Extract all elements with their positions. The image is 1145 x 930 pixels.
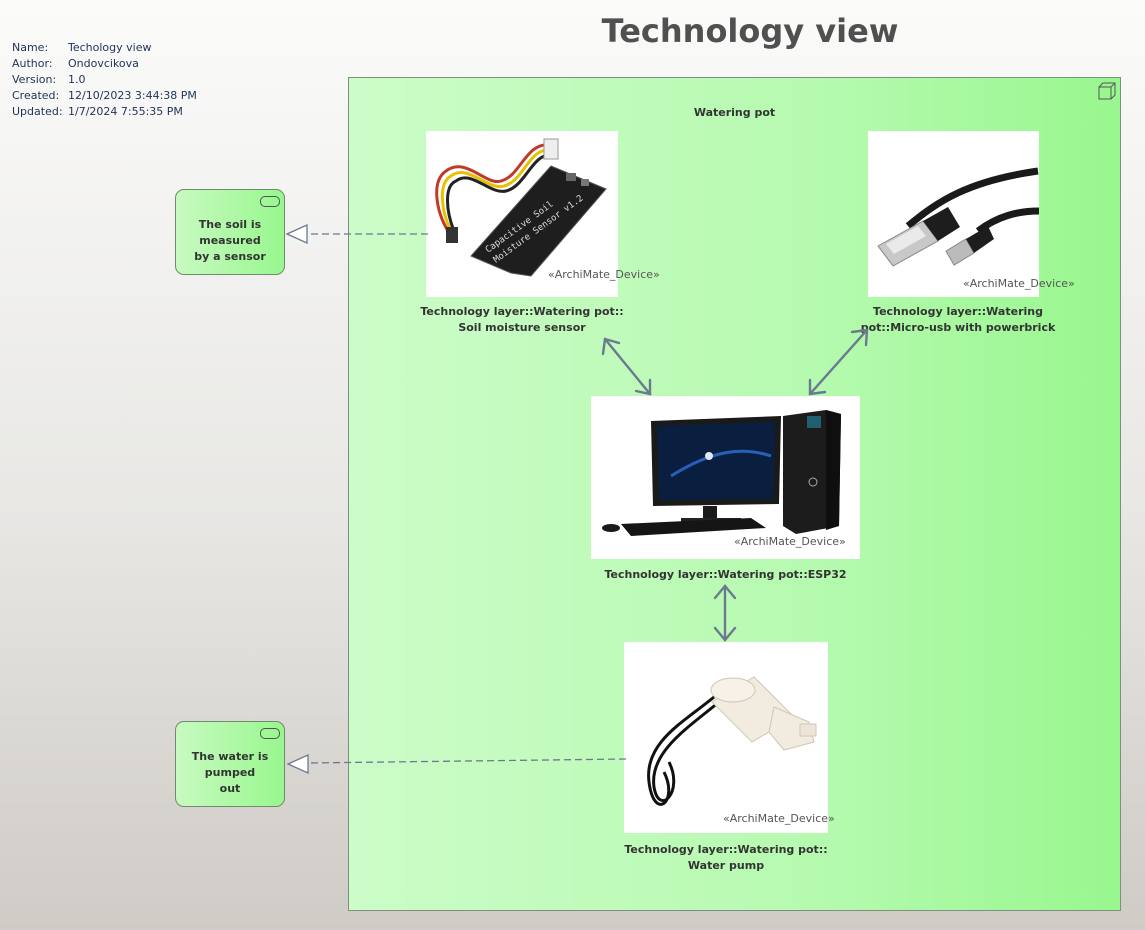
pump-caption: Technology layer::Watering pot:: Water p… xyxy=(616,842,836,874)
version-value: 1.0 xyxy=(68,73,86,86)
usb-stereotype: «ArchiMate_Device» xyxy=(963,277,1075,290)
requirement-soil-line1: The soil is measured xyxy=(198,218,262,247)
soil-sensor-image: Capacitive Soil Moisture Sensor v1.2 xyxy=(435,138,607,277)
requirement-water-line1: The water is pumped xyxy=(191,750,269,779)
created-value: 12/10/2023 3:44:38 PM xyxy=(68,89,197,102)
author-label: Author: xyxy=(12,57,53,70)
water-pump-device[interactable]: «ArchiMate_Device» xyxy=(624,642,835,833)
sensor-caption: Technology layer::Watering pot:: Soil mo… xyxy=(410,304,634,336)
author-value: Ondovcikova xyxy=(68,57,139,70)
node-icon xyxy=(1098,82,1116,100)
micro-usb-device[interactable]: «ArchiMate_Device» xyxy=(868,131,1075,297)
requirement-water-line2: out xyxy=(219,782,241,795)
esp32-caption: Technology layer::Watering pot::ESP32 xyxy=(604,568,847,581)
flow-connector-sensor-esp32[interactable] xyxy=(601,337,652,396)
version-label: Version: xyxy=(12,73,57,86)
requirement-soil[interactable]: The soil is measured by a sensor xyxy=(175,189,285,275)
water-pump-image xyxy=(647,676,817,806)
name-value: Techology view xyxy=(68,41,152,54)
sensor-caption-line1: Technology layer::Watering pot:: xyxy=(420,305,624,318)
realization-connector-water[interactable] xyxy=(306,758,627,764)
usb-cable-image xyxy=(877,167,1039,267)
requirement-soil-text: The soil is measured by a sensor xyxy=(178,217,282,265)
pump-caption-line2: Water pump xyxy=(687,859,765,872)
realization-arrowhead-soil xyxy=(285,223,308,245)
updated-label: Updated: xyxy=(12,105,63,118)
requirement-water-text: The water is pumped out xyxy=(178,749,282,797)
requirement-icon xyxy=(260,196,280,207)
requirement-soil-line2: by a sensor xyxy=(194,250,266,263)
updated-value: 1/7/2024 7:55:35 PM xyxy=(68,105,183,118)
flow-connector-usb-esp32[interactable] xyxy=(808,328,869,396)
usb-caption-line1: Technology layer::Watering xyxy=(873,305,1043,318)
usb-caption-line2: pot::Micro-usb with powerbrick xyxy=(860,321,1056,334)
flow-connector-esp32-pump[interactable] xyxy=(713,584,737,642)
usb-caption: Technology layer::Watering pot::Micro-us… xyxy=(850,304,1066,336)
pump-stereotype: «ArchiMate_Device» xyxy=(723,812,835,825)
diagram-title: Technology view xyxy=(601,12,899,50)
requirement-water[interactable]: The water is pumped out xyxy=(175,721,285,807)
diagram-metadata: Name: Techology view Author: Ondovcikova V… xyxy=(12,40,197,120)
created-label: Created: xyxy=(12,89,60,102)
realization-arrowhead-water xyxy=(286,753,309,775)
computer-image xyxy=(602,410,841,536)
esp32-stereotype: «ArchiMate_Device» xyxy=(734,535,846,548)
name-label: Name: xyxy=(12,41,49,54)
soil-moisture-sensor-device[interactable]: Capacitive Soil Moisture Sensor v1.2 «Ar… xyxy=(426,131,660,297)
watering-pot-label: Watering pot xyxy=(693,106,776,119)
esp32-device[interactable]: «ArchiMate_Device» xyxy=(591,396,860,559)
pump-caption-line1: Technology layer::Watering pot:: xyxy=(624,843,828,856)
requirement-icon xyxy=(260,728,280,739)
sensor-caption-line2: Soil moisture sensor xyxy=(458,321,586,334)
sensor-stereotype: «ArchiMate_Device» xyxy=(548,268,660,281)
